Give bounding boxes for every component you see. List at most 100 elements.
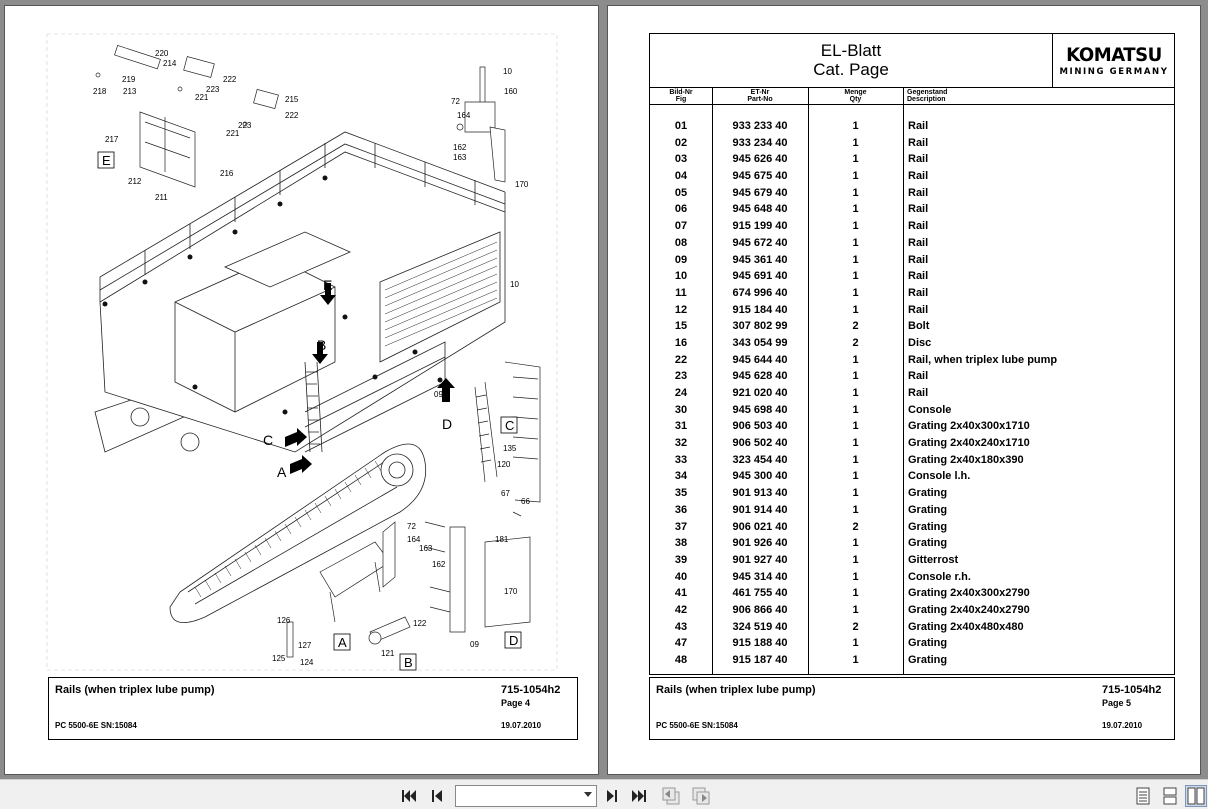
callout-number: 170 — [515, 180, 529, 189]
two-page-icon[interactable] — [1185, 785, 1207, 807]
cell-description: Grating — [908, 487, 948, 500]
cell-part-no: 945 626 40 — [732, 153, 788, 166]
detail-a-b — [286, 521, 411, 658]
cell-qty: 2 — [852, 320, 859, 333]
cell-qty: 1 — [852, 370, 859, 383]
cell-part-no: 921 020 40 — [732, 387, 788, 399]
cell-part-no: 945 314 40 — [732, 570, 788, 583]
cell-description: Rail — [908, 370, 929, 383]
cell-description: Rail — [908, 303, 929, 316]
cell-fig: 04 — [674, 170, 688, 183]
column-headers: Bild-Nr Fig ET-Nr Part-No Menge Qty Gege… — [650, 88, 1174, 105]
cell-part-no: 906 866 40 — [732, 603, 788, 616]
view-label-e: E — [102, 153, 111, 168]
cell-part-no: 915 187 40 — [732, 654, 788, 666]
cell-fig: 24 — [674, 387, 688, 399]
callout-number: 127 — [298, 641, 312, 650]
cell-qty: 1 — [852, 570, 859, 583]
cell-part-no: 945 361 40 — [732, 253, 788, 266]
cell-part-no: 901 914 40 — [732, 503, 788, 516]
cell-fig: 22 — [674, 353, 688, 366]
cell-qty: 1 — [852, 654, 859, 666]
callout-number: 222 — [223, 75, 237, 84]
view-box-b — [399, 653, 417, 671]
drawing-code: 715-1054h2 — [501, 684, 561, 696]
chevron-down-icon — [584, 792, 592, 797]
cell-fig: 01 — [674, 120, 688, 132]
cell-qty: 1 — [852, 170, 859, 183]
cell-description: Rail — [908, 203, 929, 216]
cell-qty: 2 — [852, 336, 859, 349]
cell-fig: 48 — [674, 654, 688, 666]
cell-part-no: 915 184 40 — [732, 303, 788, 316]
cell-fig: 16 — [674, 336, 688, 349]
callout-number: 162 — [432, 560, 446, 569]
callout-number: 164 — [407, 535, 421, 544]
callout-number: 09 — [434, 390, 443, 399]
header-qty-de: Menge — [844, 89, 867, 96]
cell-part-no: 901 926 40 — [732, 537, 788, 550]
cell-part-no: 945 644 40 — [732, 353, 788, 366]
column-divider — [712, 88, 713, 674]
cell-description: Grating 2x40x480x480 — [908, 620, 1024, 633]
view-arrows — [285, 283, 455, 474]
next-page-icon[interactable] — [601, 785, 623, 807]
superstructure — [99, 131, 506, 453]
callout-number: 223 — [206, 85, 220, 94]
cell-part-no: 945 672 40 — [732, 236, 788, 249]
cell-description: Grating 2x40x240x2790 — [908, 603, 1030, 616]
cell-fig: 40 — [674, 570, 688, 583]
cell-qty: 1 — [852, 203, 859, 216]
parts-list-frame: EL-Blatt Cat. Page KOMATSU MINING GERMAN… — [649, 33, 1175, 675]
cell-fig: 30 — [674, 403, 688, 416]
arrow-label-c: C — [263, 432, 273, 448]
header-qty-en: Qty — [849, 96, 862, 103]
last-page-icon[interactable] — [628, 785, 650, 807]
cell-part-no: 933 233 40 — [732, 120, 788, 132]
cell-qty: 1 — [852, 637, 859, 650]
cell-description: Grating — [908, 503, 948, 516]
cell-part-no: 945 648 40 — [732, 203, 788, 216]
callout-number: 217 — [105, 135, 119, 144]
header-fig: Bild-Nr Fig — [650, 89, 712, 103]
catalog-footer-title: Rails (when triplex lube pump) — [656, 684, 816, 696]
single-page-icon[interactable] — [1132, 785, 1154, 807]
continuous-page-icon[interactable] — [1159, 785, 1181, 807]
first-page-icon[interactable] — [398, 785, 420, 807]
view-label-c: C — [505, 418, 514, 433]
previous-page-icon[interactable] — [426, 785, 448, 807]
cell-qty: 2 — [852, 620, 859, 633]
cell-description: Grating — [908, 637, 948, 650]
forward-icon[interactable] — [690, 785, 712, 807]
cell-part-no: 915 188 40 — [732, 637, 788, 650]
cell-fig: 43 — [674, 620, 688, 633]
cell-part-no: 323 454 40 — [732, 453, 788, 466]
callout-number: 72 — [407, 522, 416, 531]
callout-number: 10 — [503, 67, 512, 76]
komatsu-logo: KOMATSU MINING GERMANY — [1052, 34, 1174, 88]
back-icon[interactable] — [660, 785, 682, 807]
drawing-date: 19.07.2010 — [501, 721, 542, 730]
cell-fig: 36 — [674, 503, 688, 516]
cell-part-no: 945 300 40 — [732, 470, 788, 483]
header-desc-de: Gegenstand — [907, 89, 948, 96]
logo-brand: KOMATSU — [1066, 44, 1162, 66]
cell-description: Grating — [908, 654, 948, 666]
cell-qty: 1 — [852, 553, 859, 566]
cell-qty: 1 — [852, 537, 859, 550]
cell-description: Rail — [908, 120, 929, 132]
page-selector[interactable] — [455, 785, 597, 807]
cell-qty: 1 — [852, 236, 859, 249]
bracket-marks — [102, 175, 443, 415]
callout-number: 162 — [453, 143, 467, 152]
